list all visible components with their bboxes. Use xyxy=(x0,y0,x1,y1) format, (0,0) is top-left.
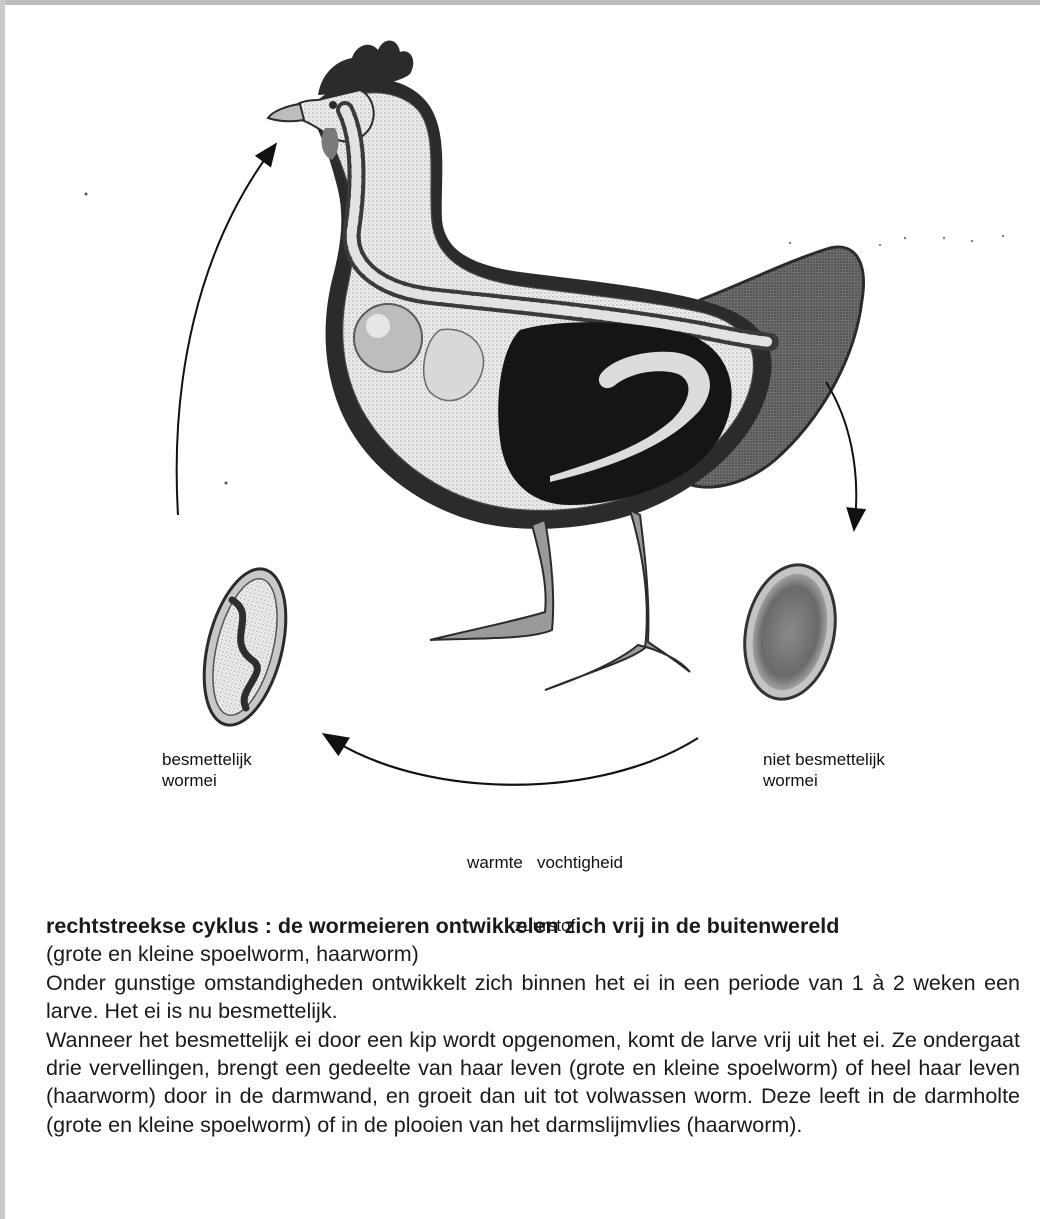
hen-crop xyxy=(354,304,422,372)
arrow-egg-development xyxy=(333,738,698,785)
label-infectious-egg-line2: wormei xyxy=(162,770,252,791)
label-conditions-line1: warmte vochtigheid xyxy=(420,852,670,873)
hen-crop-highlight xyxy=(366,314,390,338)
arrow-egg-to-hen xyxy=(177,152,270,515)
label-non-infectious-egg-line2: wormei xyxy=(763,770,885,791)
arrow-hen-to-egg xyxy=(826,382,856,520)
description-text: rechtstreekse cyklus : de wormeieren ont… xyxy=(46,912,1020,1139)
label-infectious-egg: besmettelijk wormei xyxy=(162,749,252,791)
cycle-species: (grote en kleine spoelworm, haarworm) xyxy=(46,940,1020,968)
label-non-infectious-egg-line1: niet besmettelijk xyxy=(763,749,885,770)
hen-eye xyxy=(329,101,337,109)
label-infectious-egg-line1: besmettelijk xyxy=(162,749,252,770)
paragraph-infection: Wanneer het besmettelijk ei door een kip… xyxy=(46,1026,1020,1140)
cycle-heading: rechtstreekse cyklus : de wormeieren ont… xyxy=(46,912,1020,940)
hen-leg-right xyxy=(545,510,690,690)
infectious-egg xyxy=(190,560,301,733)
hen-leg-left xyxy=(430,520,553,640)
label-non-infectious-egg: niet besmettelijk wormei xyxy=(763,749,885,791)
paragraph-development: Onder gunstige omstandigheden ontwikkelt… xyxy=(46,969,1020,1026)
hen-beak xyxy=(268,104,304,121)
non-infectious-egg xyxy=(733,556,847,707)
